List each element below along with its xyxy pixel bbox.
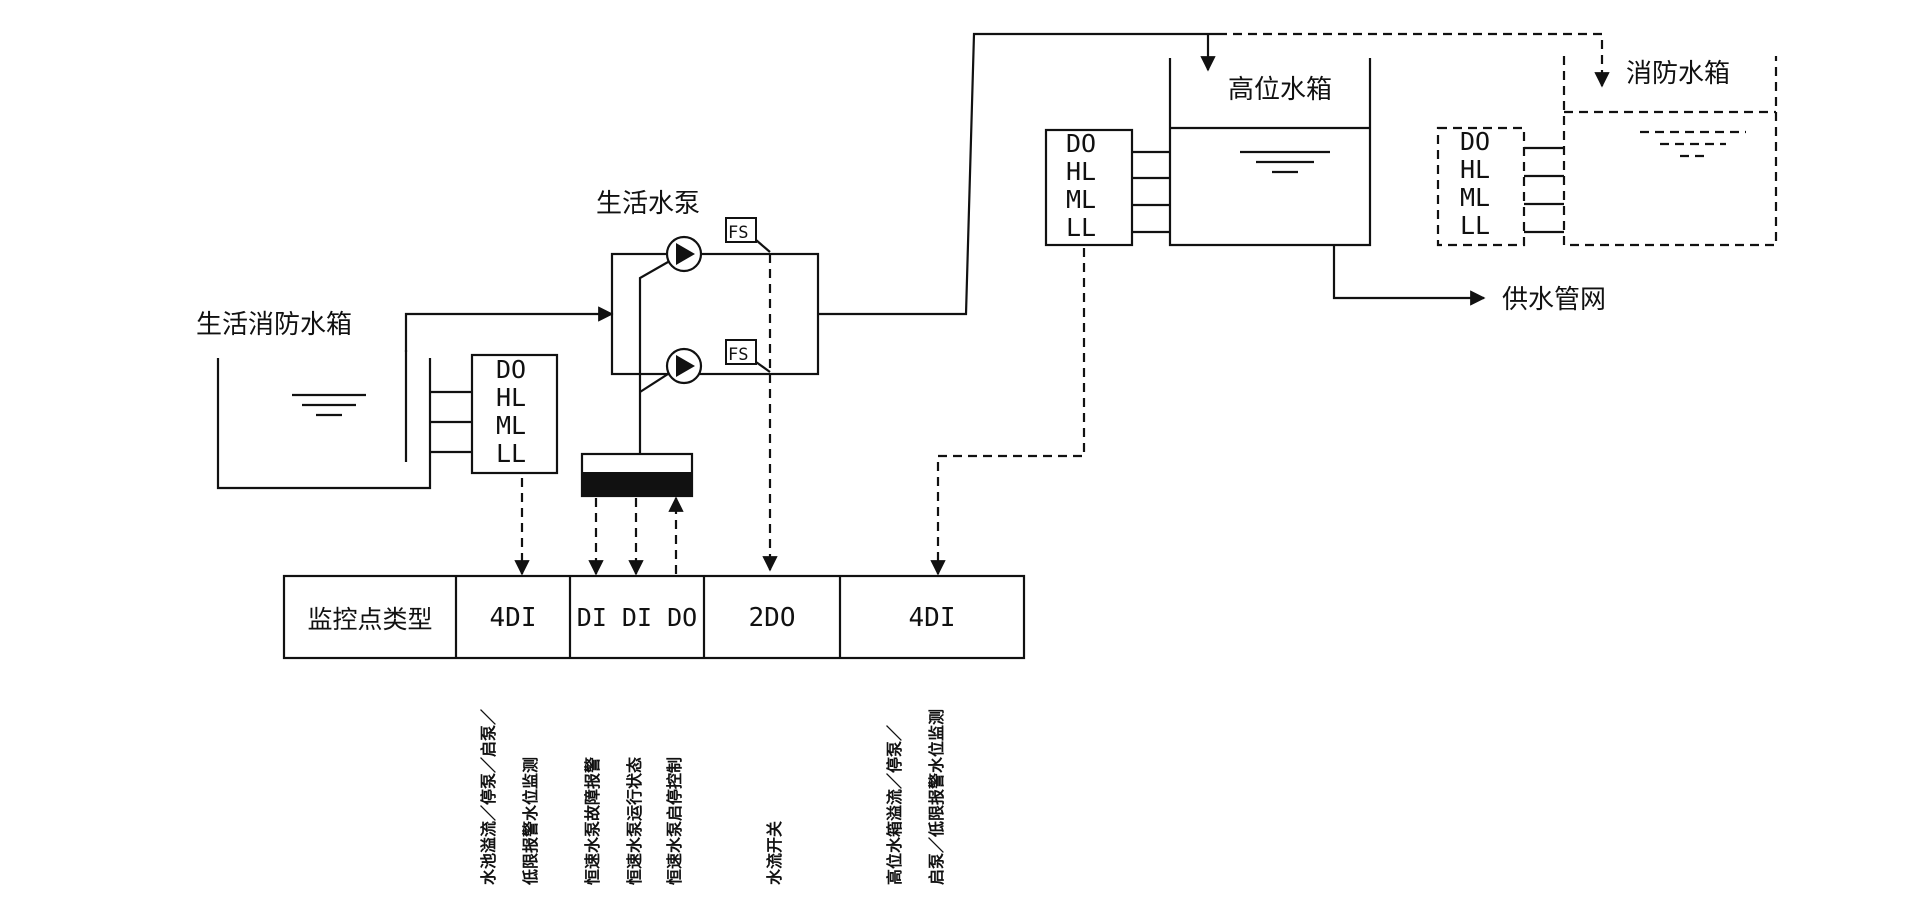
discharge-pipe: [818, 32, 1218, 316]
left-sensor-ll: LL: [496, 439, 526, 468]
table-cell-3: 2DO: [749, 603, 796, 633]
fire-sensor-ll: LL: [1460, 211, 1490, 240]
high-sensor-ll: LL: [1066, 213, 1096, 242]
high-level-tank-label: 高位水箱: [1228, 75, 1332, 105]
table-header: 监控点类型: [307, 605, 432, 634]
high-sensor-hl: HL: [1066, 157, 1096, 186]
domestic-fire-tank: [216, 350, 432, 490]
desc-2-line-2: 恒速水泵运行状态: [625, 757, 644, 885]
flow-switch-lower: FS: [728, 345, 748, 365]
pump-control-panel: [580, 452, 694, 498]
desc-2-line-1: 恒速水泵故障报警: [583, 757, 602, 885]
fire-sensor-ml: ML: [1460, 183, 1490, 212]
pump-label: 生活水泵: [596, 189, 700, 219]
desc-2-line-3: 恒速水泵启停控制: [665, 757, 684, 885]
supply-network-label: 供水管网: [1502, 285, 1606, 315]
table-cell-4: 4DI: [909, 603, 956, 633]
signal-lines: [514, 248, 1086, 576]
high-sensor-ml: ML: [1066, 185, 1096, 214]
point-descriptions: 水池溢流／停泵／启泵／ 低限报警水位监测 恒速水泵故障报警 恒速水泵运行状态 恒…: [479, 709, 946, 886]
supply-outlet-pipe: [1332, 245, 1486, 306]
domestic-fire-tank-label: 生活消防水箱: [196, 310, 352, 340]
fire-sensor-do: DO: [1460, 127, 1490, 156]
monitoring-table: 监控点类型 4DI DI DI DO 2DO 4DI: [282, 574, 1026, 660]
desc-4-line-2: 启泵／低限报警水位监测: [927, 709, 946, 885]
flow-switch-upper: FS: [728, 223, 748, 243]
left-sensor-hl: HL: [496, 383, 526, 412]
left-sensor-ml: ML: [496, 411, 526, 440]
fire-water-tank-label: 消防水箱: [1626, 59, 1730, 89]
desc-1-line-1: 水池溢流／停泵／启泵／: [479, 709, 498, 885]
fire-tank-feed: [1218, 32, 1610, 88]
high-sensor-do: DO: [1066, 129, 1096, 158]
pump-station: [610, 217, 820, 454]
left-sensor-box: DO HL ML LL: [430, 353, 559, 475]
fire-sensor-hl: HL: [1460, 155, 1490, 184]
fire-water-tank: DO HL ML LL: [1436, 56, 1778, 247]
high-tank-sensor-box: DO HL ML LL: [1044, 128, 1170, 247]
desc-1-line-2: 低限报警水位监测: [521, 757, 540, 886]
table-cell-2: DI DI DO: [577, 603, 697, 632]
desc-4-line-1: 高位水箱溢流／停泵／: [885, 725, 904, 885]
suction-pipe: [404, 306, 614, 352]
table-cell-1: 4DI: [490, 603, 537, 633]
desc-3-line-1: 水流开关: [765, 821, 784, 885]
left-sensor-do: DO: [496, 355, 526, 384]
